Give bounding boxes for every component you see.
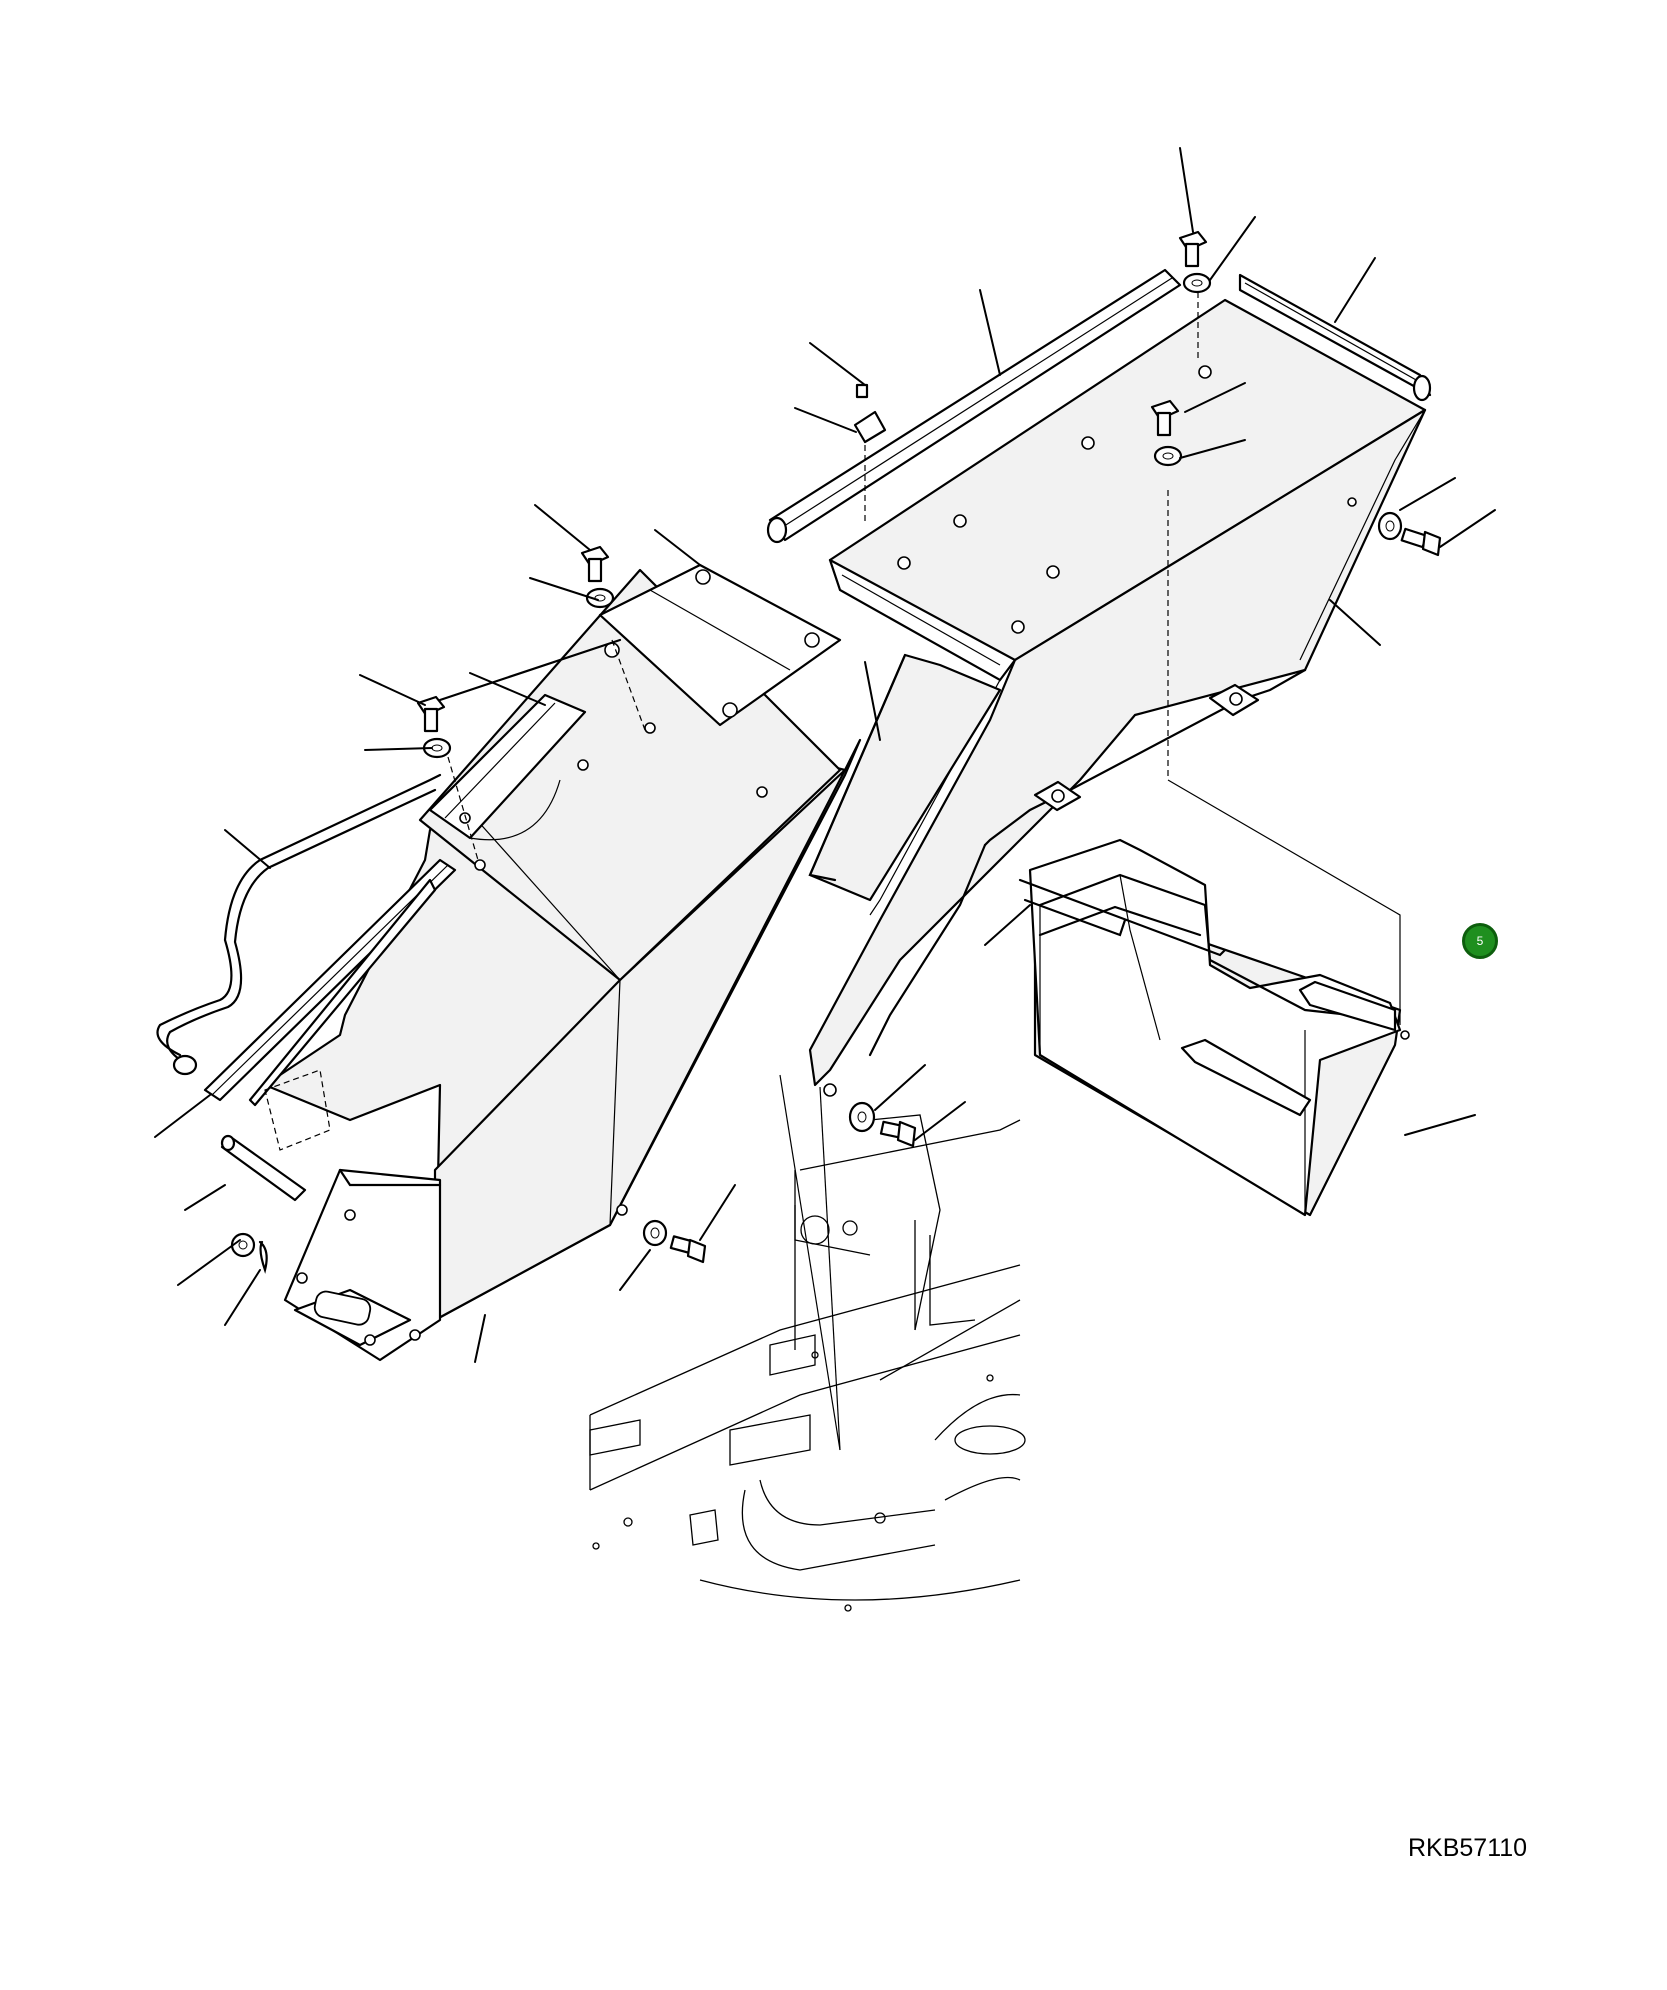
bolt-icon [1150,399,1180,437]
storage-tray [1018,838,1410,1217]
drawing-reference-code: RKB57110 [1408,1834,1528,1862]
hinge-hidden-outline [264,1069,331,1151]
bolt-icon [1400,527,1442,557]
machine-frame [589,1114,1026,1612]
washer-icon [642,1219,668,1247]
seal-strip-right [1238,273,1432,402]
bolt-icon [669,1235,707,1264]
bolt-icon [580,545,610,583]
washer-icon [230,1232,256,1258]
washer-icon [848,1101,876,1133]
mount-lug-2 [1033,780,1082,812]
washer-icon [172,1054,198,1076]
numbered-callout-icon[interactable]: 5 [1462,923,1498,959]
mount-lug-1 [1208,683,1260,717]
callout-leader-lines [154,147,1496,1363]
right-side-panel [808,408,1427,1097]
washer-icon [1182,272,1212,294]
bolt-icon [1178,230,1208,268]
bolt-icon [879,1120,917,1148]
washer-icon [1377,511,1403,541]
frame-reference-line-2 [819,1086,841,1451]
washer-icon [585,587,615,609]
harness-rod [156,773,442,1057]
cotter-pin [258,1240,268,1274]
seal-strip-left [203,638,622,1107]
frame-reference-line [779,1074,841,1451]
bolt-icon [416,695,446,733]
left-cover-plate [598,563,842,727]
edge-clip [853,383,887,525]
washer-icon [1153,445,1183,467]
hinge-pin [220,1134,307,1202]
left-mount-foot [283,1168,442,1362]
seal-bracket [428,693,587,841]
seal-strip-top [766,268,1182,544]
